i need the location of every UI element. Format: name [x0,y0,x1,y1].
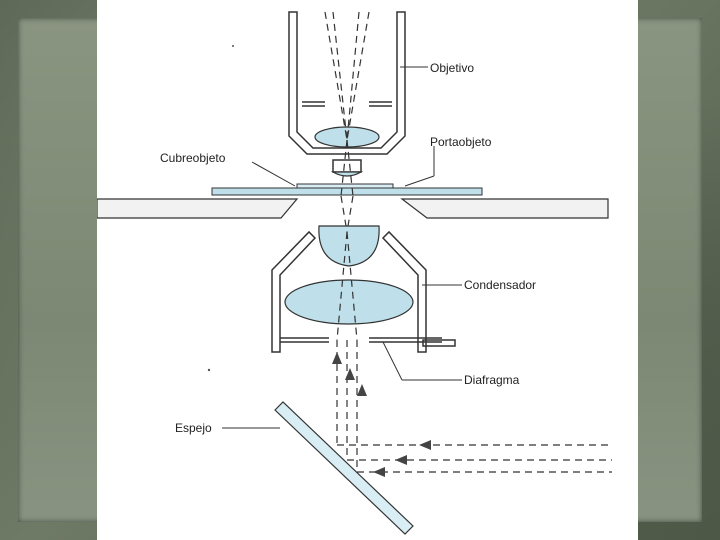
condenser-top-lens [318,225,380,267]
speck-mark [207,368,211,372]
label-portaobjeto: Portaobjeto [430,135,492,149]
microscope-light-path-diagram: Objetivo Portaobjeto Cubreobjeto Condens… [97,11,612,535]
condenser-main-lens [284,279,414,325]
condenser-housing [271,230,456,353]
incoming-light-arrows [373,440,431,477]
light-rays [324,11,612,473]
cover-glass [296,183,394,189]
label-objetivo: Objetivo [430,61,474,75]
speck-mark [232,45,234,47]
label-diafragma: Diafragma [464,373,520,387]
objective-housing [288,11,406,173]
microscope-stage [97,198,609,219]
mirror [274,401,414,535]
slide-canvas: Objetivo Portaobjeto Cubreobjeto Condens… [97,0,638,540]
label-cubreobjeto: Cubreobjeto [160,151,226,165]
objective-front-lens [330,171,364,177]
upward-light-arrows [332,352,367,396]
slide-glass [211,187,483,196]
label-condensador: Condensador [464,278,536,292]
leader-lines [222,66,462,429]
label-espejo: Espejo [175,421,212,435]
